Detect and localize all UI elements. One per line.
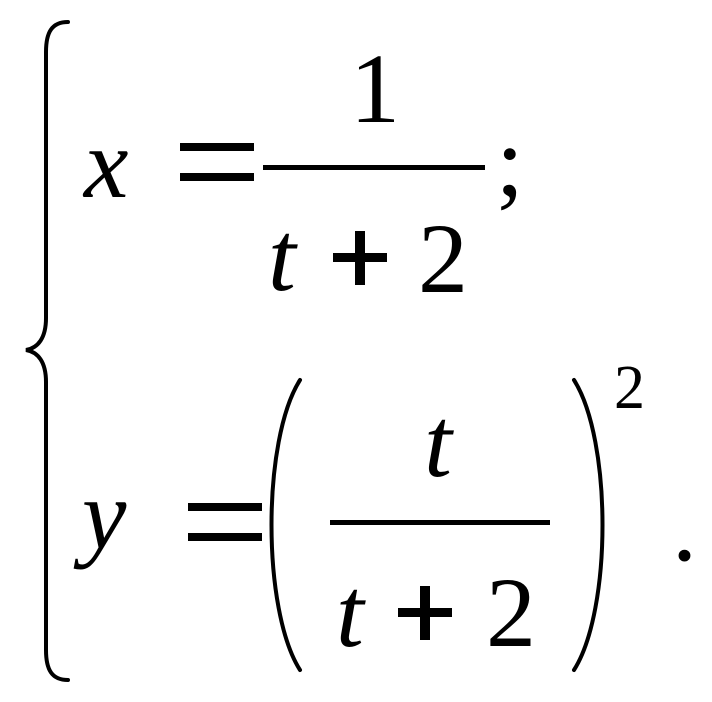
row2-numerator: t <box>424 387 454 498</box>
left-brace-icon <box>25 20 70 682</box>
left-paren-icon <box>269 378 302 672</box>
row2-equals-sign <box>188 503 262 541</box>
row1-equals-sign <box>180 143 254 181</box>
row1-numerator: 1 <box>350 33 400 144</box>
row2-plus-icon <box>398 586 452 640</box>
row2-fraction-bar <box>330 520 550 525</box>
row1-fraction-bar <box>263 165 485 170</box>
row2-exponent: 2 <box>614 354 645 422</box>
right-paren-icon <box>572 378 605 672</box>
row2-den-const: 2 <box>486 557 536 668</box>
row2-variable: y <box>73 459 127 570</box>
row1-terminator: ; <box>496 106 524 217</box>
row2-terminator: . <box>672 471 697 582</box>
row1-den-variable: t <box>268 201 298 312</box>
row1-den-const: 2 <box>418 203 468 314</box>
row1-plus-icon <box>333 231 387 285</box>
row2-den-variable: t <box>336 557 366 668</box>
row1-variable: x <box>82 108 128 219</box>
